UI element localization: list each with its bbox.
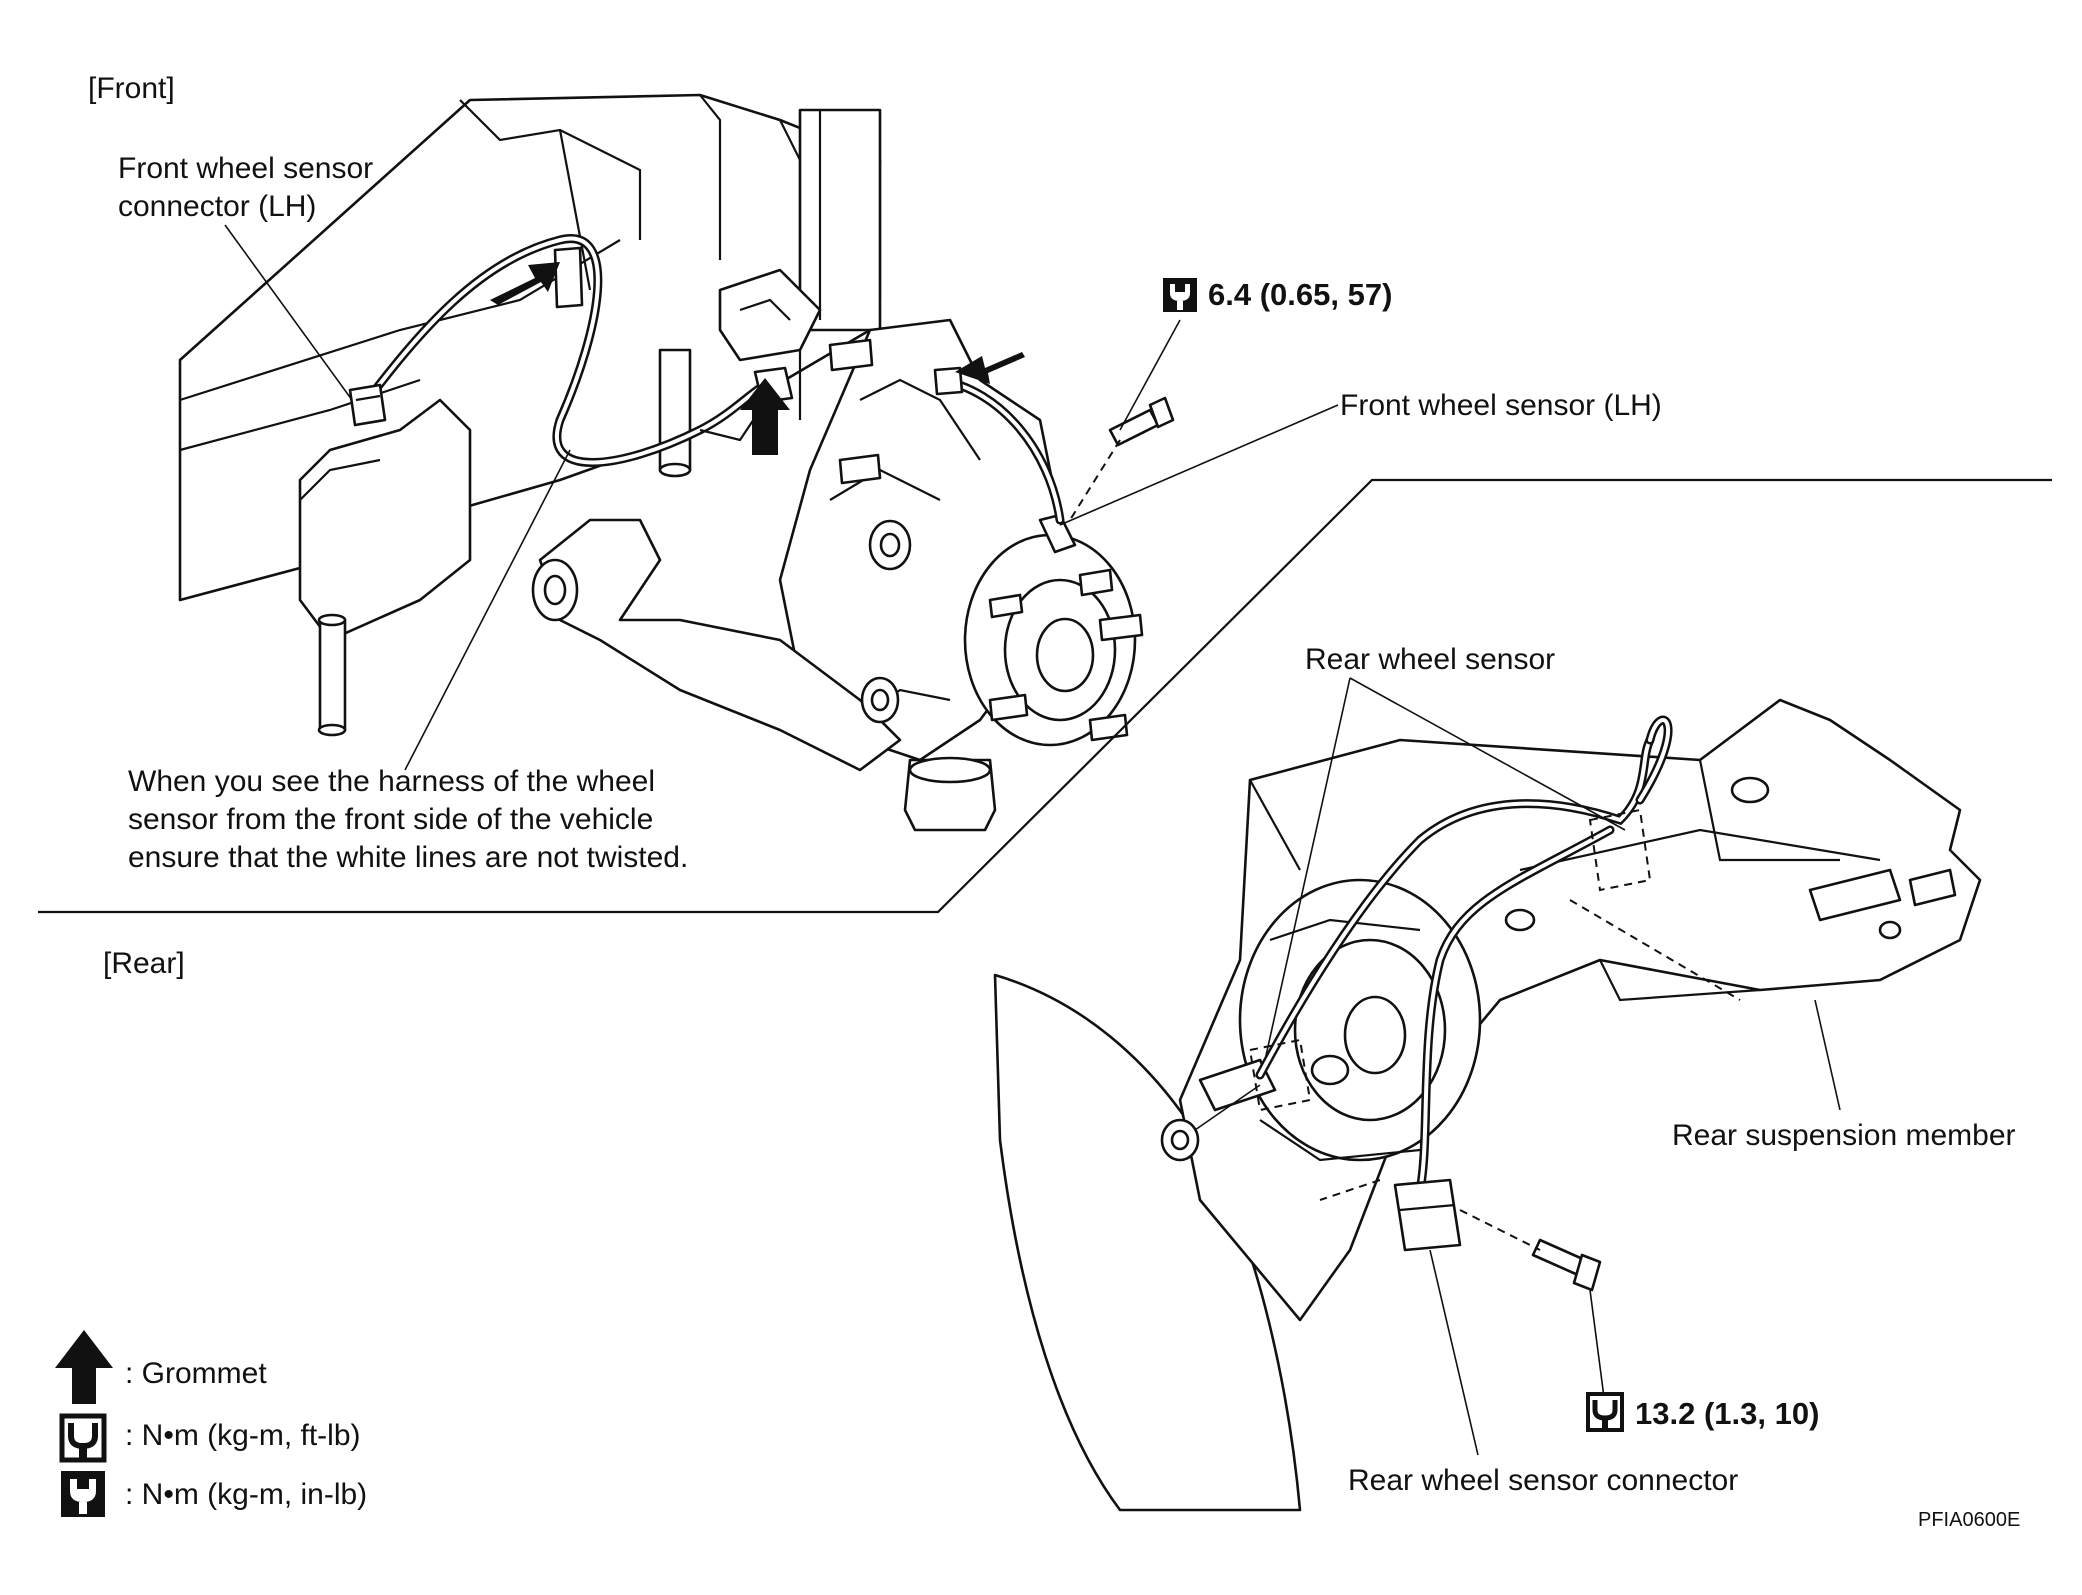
front-sensor-label: Front wheel sensor (LH) bbox=[1340, 389, 1662, 422]
rear-section-drawing bbox=[993, 698, 1982, 1512]
harness-note-line1: When you see the harness of the wheel bbox=[128, 765, 655, 798]
filled-wrench-icon bbox=[1163, 278, 1197, 312]
open-wrench-icon bbox=[1586, 1392, 1624, 1432]
rear-connector-label: Rear wheel sensor connector bbox=[1348, 1464, 1738, 1497]
front-section-title: [Front] bbox=[88, 72, 175, 105]
rear-leader-lines bbox=[1264, 677, 1841, 1456]
legend-torque-ftlb: : N•m (kg-m, ft-lb) bbox=[125, 1419, 361, 1452]
front-torque-label: 6.4 (0.65, 57) bbox=[1208, 277, 1392, 312]
rear-torque-label: 13.2 (1.3, 10) bbox=[1635, 1396, 1819, 1431]
grommet-arrow-icon bbox=[955, 352, 1025, 384]
open-wrench-icon bbox=[59, 1413, 107, 1463]
front-leader-lines bbox=[224, 224, 1339, 771]
front-connector-label-line2: connector (LH) bbox=[118, 190, 316, 223]
front-section-drawing bbox=[178, 93, 1175, 832]
rear-sensor-label: Rear wheel sensor bbox=[1305, 643, 1555, 676]
rear-section-title: [Rear] bbox=[103, 947, 185, 980]
section-divider bbox=[38, 478, 2052, 914]
harness-note-line2: sensor from the front side of the vehicl… bbox=[128, 803, 653, 836]
legend: : Grommet : N•m (kg-m, ft-lb) : N•m (kg-… bbox=[55, 1330, 367, 1517]
up-arrow-icon bbox=[55, 1330, 113, 1404]
legend-grommet: : Grommet bbox=[125, 1357, 267, 1390]
grommet-arrow-icon bbox=[740, 378, 790, 455]
filled-wrench-icon bbox=[61, 1471, 105, 1517]
grommet-arrows-front bbox=[490, 262, 1025, 455]
rear-suspension-label: Rear suspension member bbox=[1672, 1119, 2016, 1152]
front-connector-label-line1: Front wheel sensor bbox=[118, 152, 373, 185]
grommet-arrow-icon bbox=[490, 262, 560, 305]
harness-note-line3: ensure that the white lines are not twis… bbox=[128, 841, 688, 874]
figure-code: PFIA0600E bbox=[1918, 1509, 2020, 1531]
legend-torque-inlb: : N•m (kg-m, in-lb) bbox=[125, 1478, 367, 1511]
